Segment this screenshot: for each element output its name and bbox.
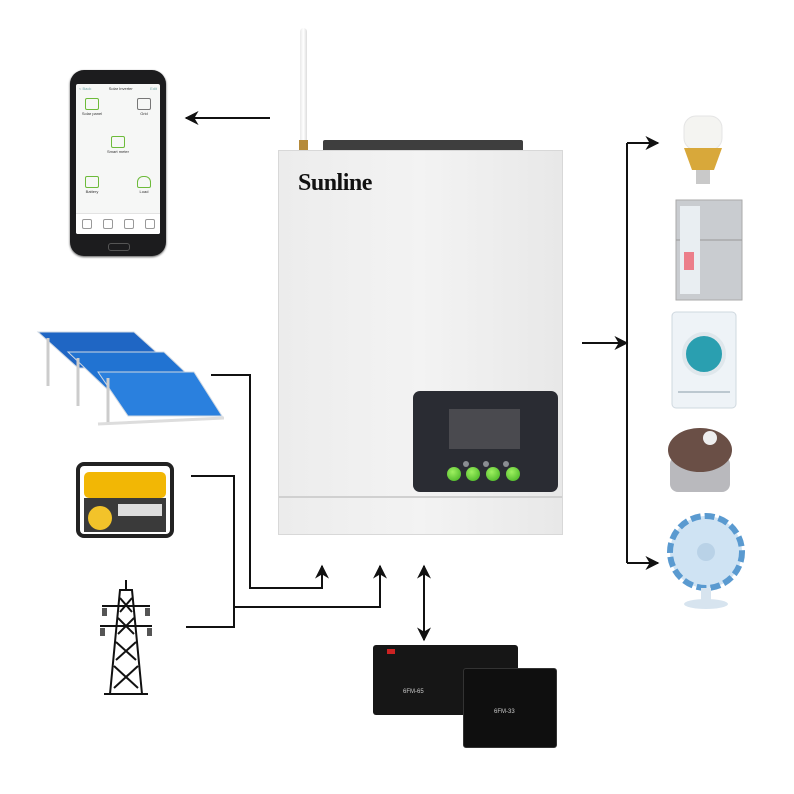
app-tab-bar	[76, 213, 160, 234]
app-node-grid[interactable]: Grid	[131, 98, 157, 116]
light-bulb-icon	[683, 115, 723, 184]
battery-icon	[85, 176, 99, 188]
app-screen: < Back Solar Inverter Edit Solar panel G…	[76, 84, 160, 234]
back-button[interactable]: < Back	[79, 85, 92, 91]
meter-icon	[111, 136, 125, 148]
edit-button[interactable]: Edit	[150, 85, 157, 91]
wifi-antenna	[300, 28, 307, 152]
battery-small: 6FM-33	[463, 668, 557, 748]
tab-icon[interactable]	[123, 219, 134, 229]
inverter-divider	[279, 496, 562, 498]
solar-panels-icon	[36, 331, 224, 426]
tab-icon[interactable]	[102, 219, 113, 229]
status-led	[503, 461, 509, 467]
app-node-solar[interactable]: Solar panel	[79, 98, 105, 116]
status-led	[463, 461, 469, 467]
status-led	[483, 461, 489, 467]
grid-icon	[137, 98, 151, 110]
generator-icon	[76, 462, 174, 538]
battery-label: 6FM-33	[494, 709, 515, 715]
home-icon	[137, 176, 151, 188]
refrigerator-icon	[675, 199, 743, 301]
tab-icon[interactable]	[81, 219, 92, 229]
app-node-load[interactable]: Load	[131, 176, 157, 194]
grid-wire	[186, 607, 235, 628]
solar-panel-icon	[85, 98, 99, 110]
app-node-meter[interactable]: Smart meter	[105, 136, 131, 154]
panel-button[interactable]	[486, 467, 500, 481]
power-grid-tower-icon	[100, 580, 152, 695]
mounting-bracket	[323, 140, 523, 152]
panel-button[interactable]	[447, 467, 461, 481]
app-title: Solar Inverter	[108, 85, 133, 91]
app-node-battery[interactable]: Battery	[79, 176, 105, 194]
home-button[interactable]	[108, 243, 130, 251]
battery-terminal	[387, 649, 395, 654]
panel-button[interactable]	[466, 467, 480, 481]
lcd-display	[449, 409, 520, 449]
smartphone-monitoring-app: < Back Solar Inverter Edit Solar panel G…	[70, 70, 166, 256]
battery-label: 6FM-65	[403, 689, 424, 695]
tab-icon[interactable]	[144, 219, 155, 229]
brand-logo: Sunline	[298, 170, 372, 196]
electric-fan-icon	[667, 513, 745, 609]
antenna-connector	[299, 140, 308, 152]
rice-cooker-icon	[668, 428, 732, 492]
panel-button[interactable]	[506, 467, 520, 481]
washing-machine-icon	[671, 311, 737, 409]
